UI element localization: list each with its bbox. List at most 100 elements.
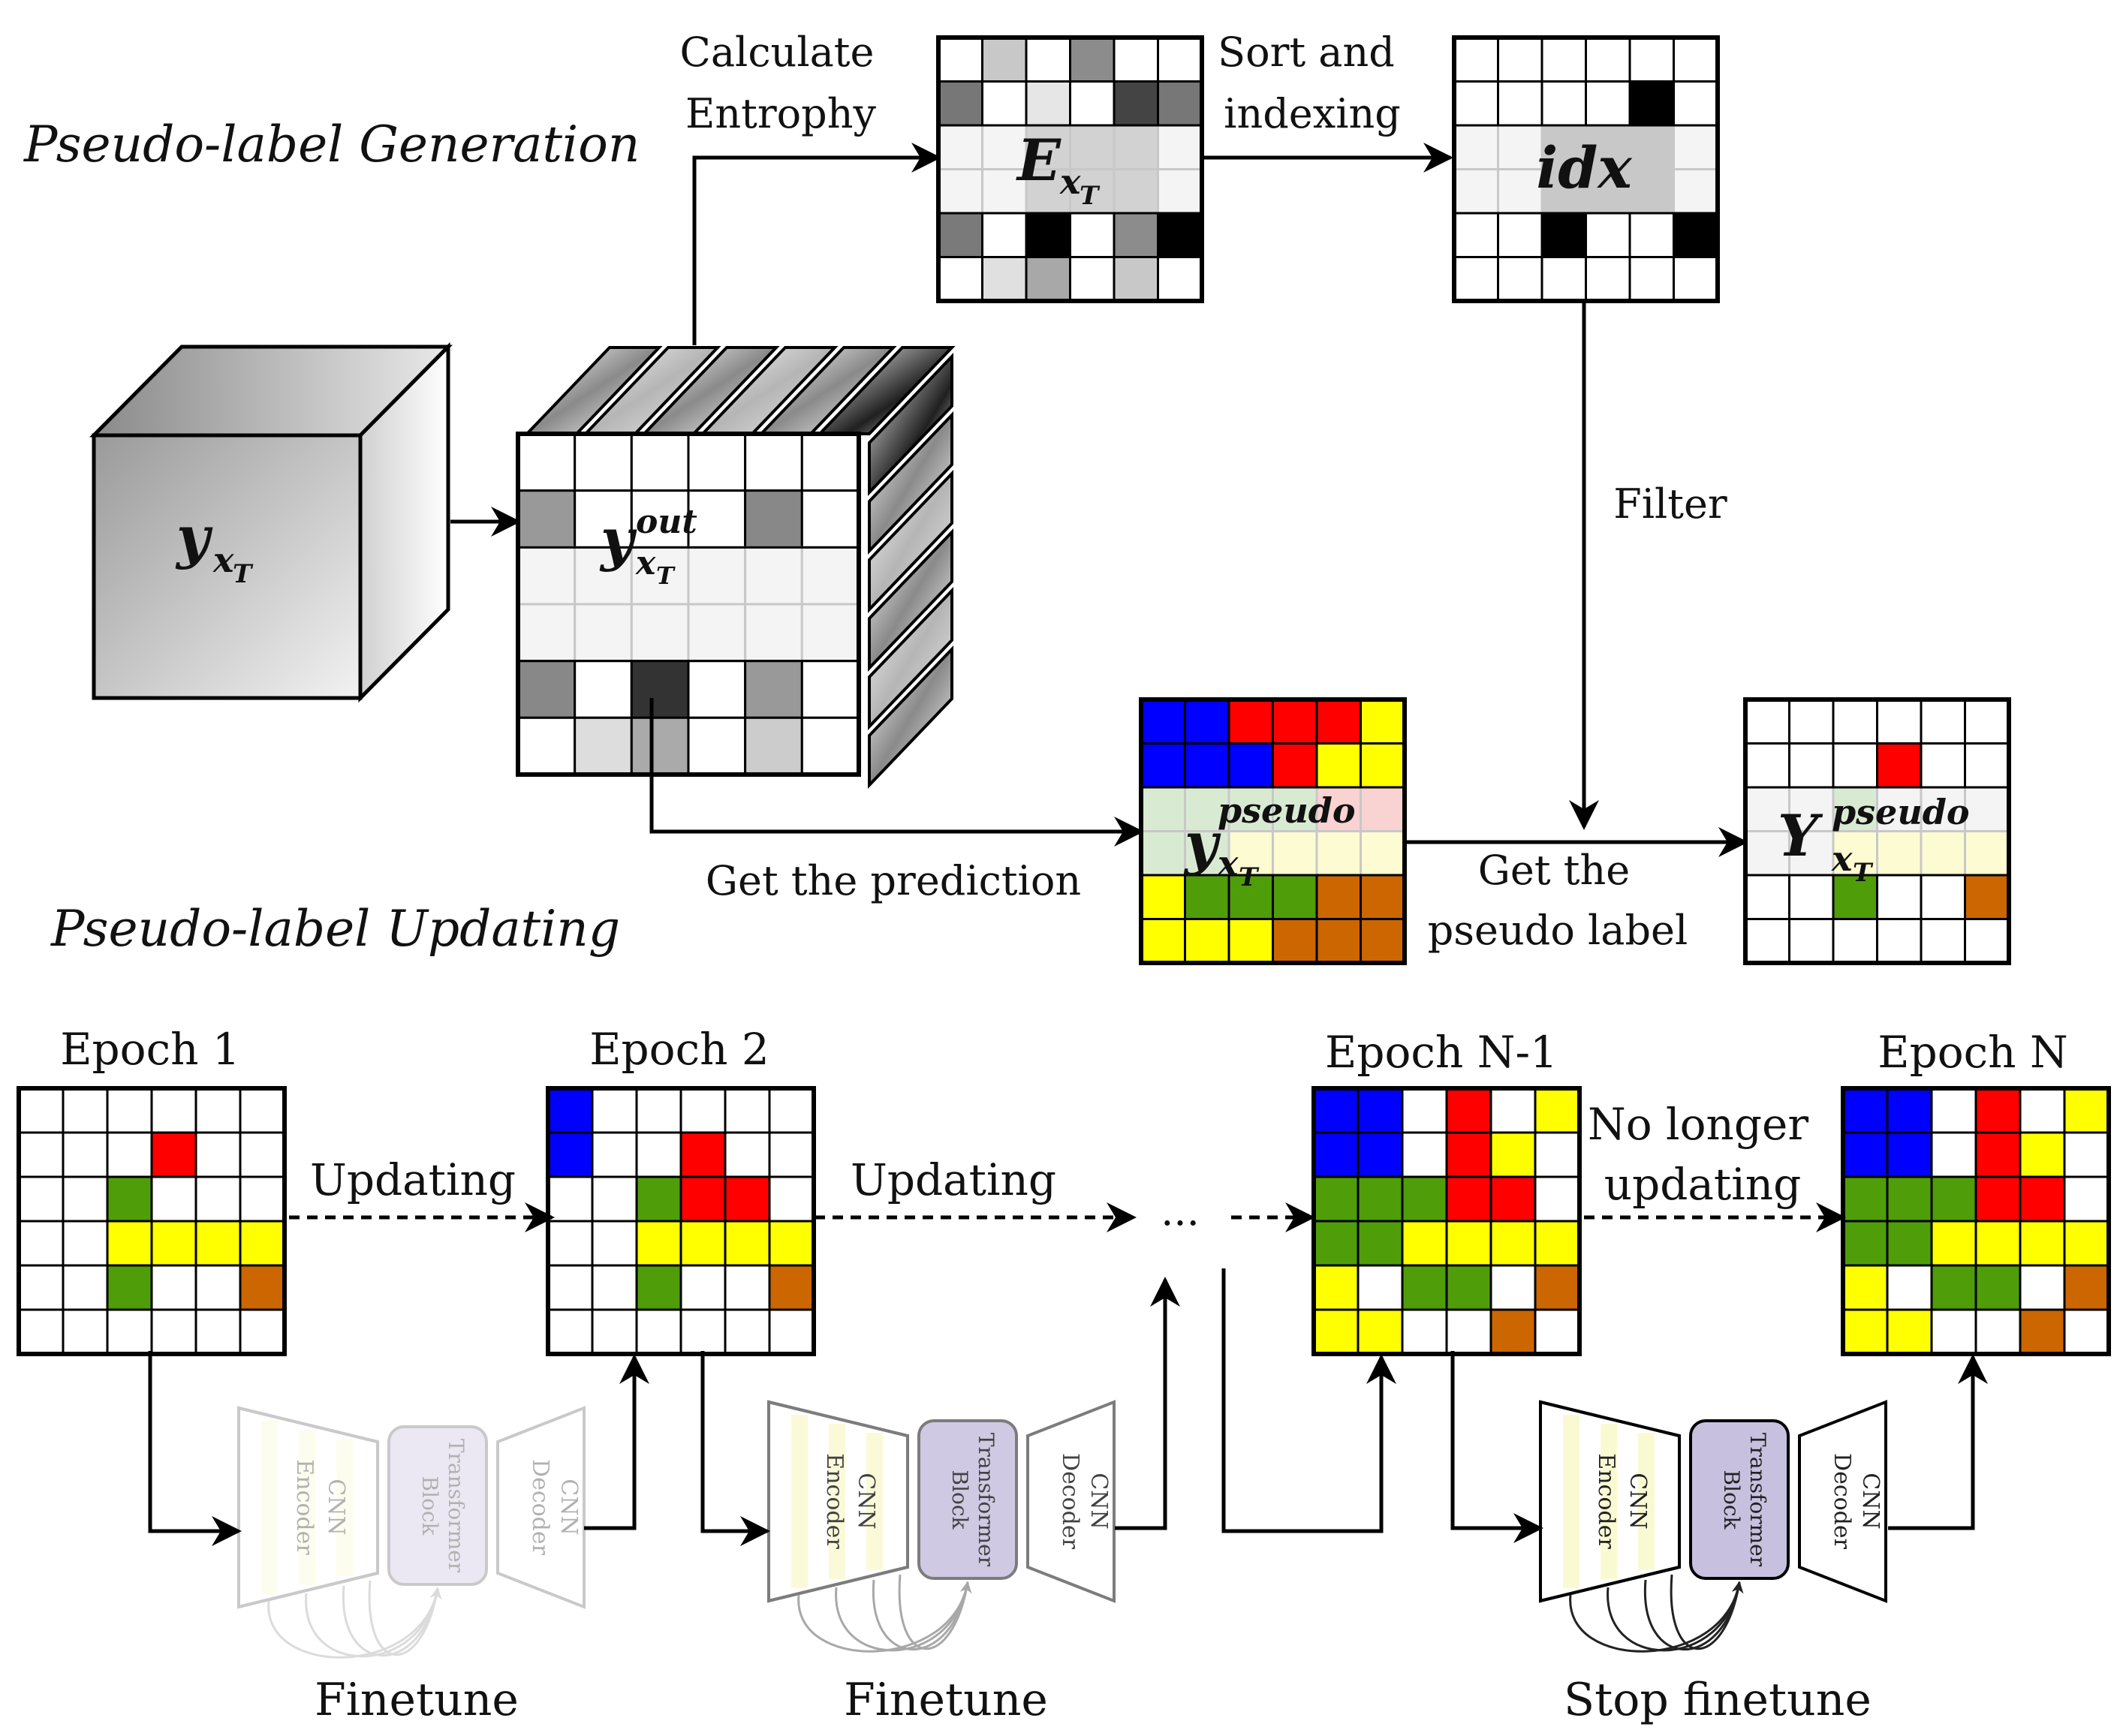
entropy-cell xyxy=(1069,80,1116,127)
epoch1-cell xyxy=(17,1087,65,1134)
entropy-cell xyxy=(1157,256,1203,302)
epoch-n-label: Epoch N xyxy=(1878,1027,2067,1078)
yout-cell xyxy=(744,716,803,776)
title-updating: Pseudo-label Updating xyxy=(50,900,620,958)
epochn-cell xyxy=(2063,1087,2110,1134)
math-Y-pseudo-subsub: T xyxy=(1853,858,1874,888)
epoch-1-grid xyxy=(17,1086,287,1356)
encoder-label-2: Encoder xyxy=(821,1453,848,1549)
pseudo-cell xyxy=(1744,698,1790,745)
math-Y-pseudo-sub: x xyxy=(1831,838,1853,879)
transformer-block xyxy=(917,1419,1018,1580)
yout-cell xyxy=(574,716,633,776)
epochn1-cell xyxy=(1401,1308,1448,1355)
entropy-cell xyxy=(1113,124,1159,170)
prediction-cell xyxy=(1184,918,1230,964)
arrow-ellipsis-to-epochn1 xyxy=(1221,1268,1396,1533)
skip-connection xyxy=(368,1580,442,1656)
math-y-pseudo: y xyxy=(1183,810,1221,877)
entropy-cell xyxy=(1025,124,1071,170)
prediction-cell xyxy=(1360,786,1406,832)
decoder-label-1: CNN xyxy=(1857,1473,1884,1529)
entropy-border xyxy=(936,35,1204,303)
epochn1-cell xyxy=(1534,1087,1581,1134)
pseudo-cell xyxy=(1744,874,1790,920)
label-finetune-1: Finetune xyxy=(315,1674,519,1726)
yout-cell xyxy=(574,660,633,719)
pseudo-cell xyxy=(1876,742,1923,789)
epoch1-cell xyxy=(150,1175,197,1223)
entropy-cell xyxy=(1069,256,1116,302)
epochn-cell xyxy=(2019,1087,2066,1134)
epochn1-cell xyxy=(1357,1175,1404,1223)
epochn1-cell xyxy=(1445,1308,1492,1355)
epochn1-cell xyxy=(1312,1308,1360,1355)
epochn-cell xyxy=(1886,1131,1933,1178)
epoch1-cell xyxy=(194,1131,242,1178)
math-entropy-subsub: T xyxy=(1080,181,1101,211)
epochn1-cell xyxy=(1312,1175,1360,1223)
arrow-yout-to-prediction xyxy=(649,698,1144,847)
epoch2-cell xyxy=(768,1087,815,1134)
pseudo-cell xyxy=(1920,830,1966,877)
epochn-cell xyxy=(1974,1308,2022,1355)
epoch2-cell xyxy=(724,1175,771,1223)
transformer-label-1: Transformer xyxy=(1745,1433,1770,1567)
epoch1-cell xyxy=(239,1087,286,1134)
encoder-label-1: CNN xyxy=(1625,1473,1651,1529)
skip-connection xyxy=(305,1587,439,1658)
prediction-cell xyxy=(1227,742,1274,789)
epoch2-cell xyxy=(547,1175,594,1223)
epochn1-cell xyxy=(1489,1131,1537,1178)
epochn1-cell xyxy=(1489,1264,1537,1311)
epochn1-cell xyxy=(1489,1175,1537,1223)
idx-cell xyxy=(1628,212,1675,258)
decoder-label-1: CNN xyxy=(556,1479,582,1535)
idx-cell xyxy=(1673,256,1719,302)
math-y-pseudo-subsub: T xyxy=(1239,862,1260,892)
epochn-cell xyxy=(1974,1264,2022,1311)
epoch2-cell xyxy=(724,1308,771,1355)
transformer-block xyxy=(1689,1419,1790,1580)
epoch2-cell xyxy=(679,1220,727,1267)
epochn1-cell xyxy=(1445,1264,1492,1311)
encoder-stripe xyxy=(866,1433,883,1570)
prediction-cell xyxy=(1360,742,1406,789)
yout-cell xyxy=(800,546,860,606)
entropy-cell xyxy=(1113,256,1159,302)
yout-side-slat xyxy=(868,528,953,672)
epoch1-cell xyxy=(194,1220,242,1267)
epoch2-cell xyxy=(768,1308,815,1355)
entropy-cell xyxy=(1157,80,1203,127)
idx-cell xyxy=(1585,80,1631,127)
epoch1-cell xyxy=(17,1220,65,1267)
epochn1-cell xyxy=(1534,1264,1581,1311)
yout-cell xyxy=(574,603,633,663)
decoder-label-1: CNN xyxy=(1086,1473,1112,1529)
yout-cell xyxy=(800,432,860,492)
epoch2-cell xyxy=(591,1264,638,1311)
yout-cell xyxy=(744,603,803,663)
input-cube: y x T xyxy=(89,341,453,703)
idx-cell xyxy=(1453,124,1499,170)
epoch2-cell xyxy=(679,1308,727,1355)
pseudo-cell xyxy=(1788,698,1835,745)
skip-connection xyxy=(1670,1574,1744,1650)
epochn1-cell xyxy=(1401,1264,1448,1311)
yout-cell xyxy=(744,432,803,492)
pseudo-cell xyxy=(1964,874,2010,920)
idx-cell xyxy=(1453,80,1499,127)
epoch2-cell xyxy=(547,1264,594,1311)
transformer-label-2: Block xyxy=(417,1476,442,1536)
epoch2-cell xyxy=(591,1175,638,1223)
prediction-cell xyxy=(1140,830,1186,877)
arrow-net3-to-epochn xyxy=(1888,1354,1988,1530)
entropy-cell xyxy=(1069,168,1116,215)
math-Y-pseudo-sup: pseudo xyxy=(1832,792,1970,832)
pseudo-cell xyxy=(1876,830,1923,877)
epoch1-cell xyxy=(106,1308,153,1355)
yout-cell xyxy=(800,660,860,719)
idx-cell xyxy=(1453,212,1499,258)
pseudo-cell xyxy=(1832,918,1878,964)
